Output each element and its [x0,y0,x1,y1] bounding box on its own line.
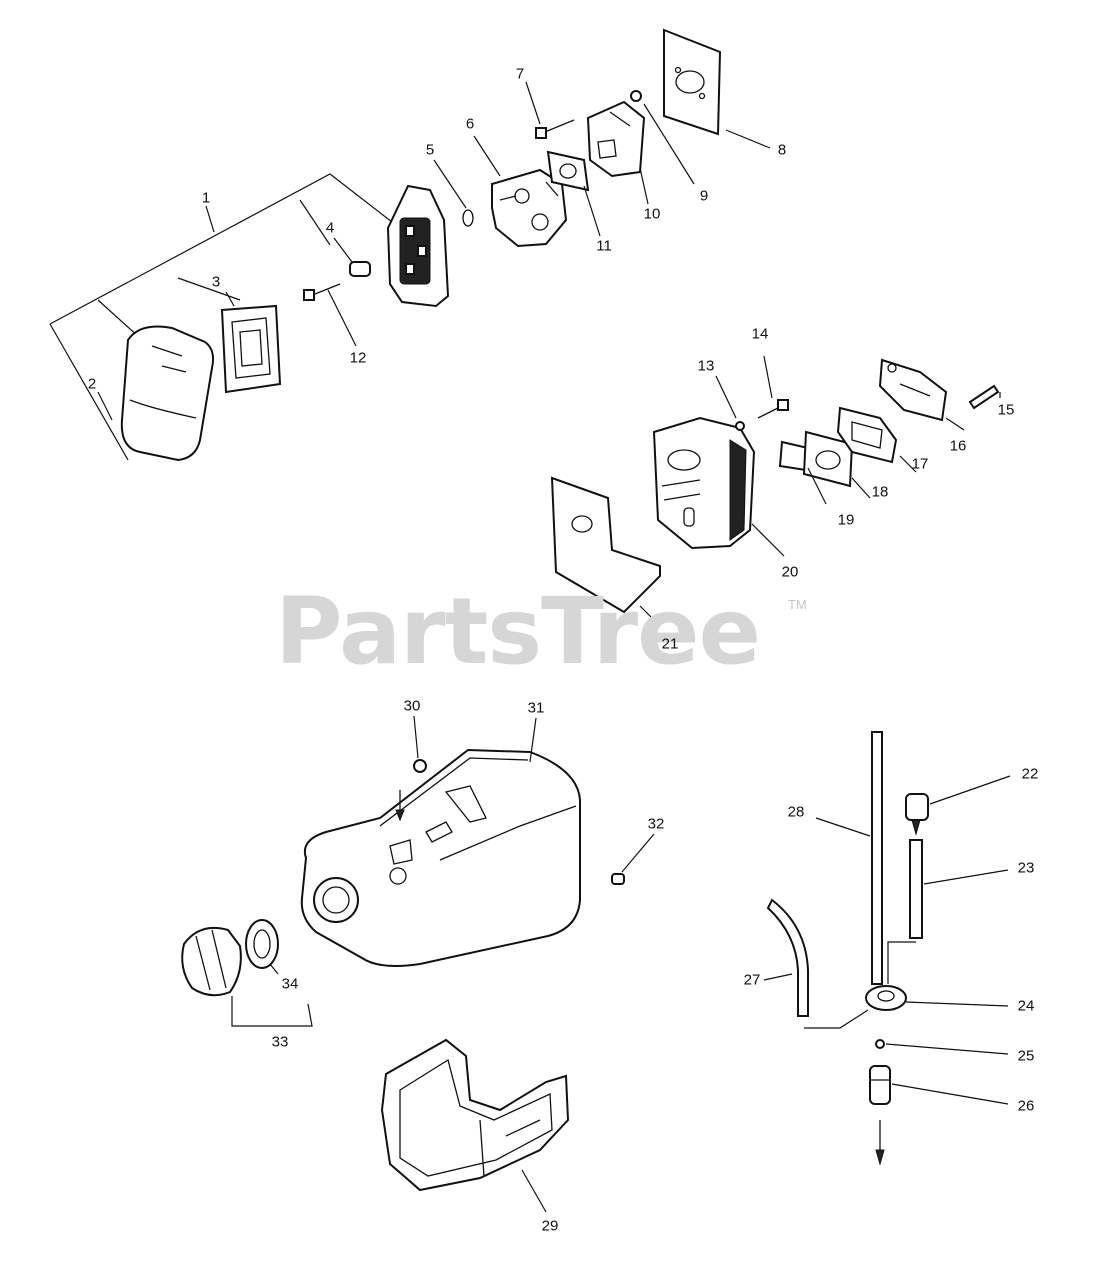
fuel-tube-28 [871,731,883,985]
callout-31: 31 [527,699,545,717]
gasket-11 [546,150,590,192]
muffler-cover-16 [878,358,948,422]
callout-15: 15 [997,401,1015,419]
grommet-24 [865,985,907,1011]
callout-32: 32 [647,815,665,833]
callout-28: 28 [787,803,805,821]
cap-gasket-34 [245,919,279,969]
tank-arrow [395,790,405,822]
trademark-mark: TM [788,597,807,612]
bolt-7 [535,119,575,139]
callout-7: 7 [515,65,525,83]
air-filter-element [220,304,282,394]
screw-15 [968,384,1000,410]
callout-29: 29 [541,1217,559,1235]
air-filter-bracket-lines [49,173,393,461]
callout-5: 5 [425,141,435,159]
spark-arrestor-17 [836,406,898,464]
callout-8: 8 [777,141,787,159]
callout-26: 26 [1017,1097,1035,1115]
spacer-bolt-4 [349,261,371,277]
gasket-8 [663,28,722,136]
air-filter-cover [120,325,215,462]
callout-6: 6 [465,115,475,133]
callout-2: 2 [87,375,97,393]
heat-shield-21 [550,476,661,614]
callout-24: 24 [1017,997,1035,1015]
leader-lines-tank [231,715,655,1213]
callout-3: 3 [211,273,221,291]
callout-12: 12 [349,349,367,367]
leader-lines-upper [97,81,771,421]
callout-19: 19 [837,511,855,529]
callout-10: 10 [643,205,661,223]
callout-18: 18 [871,483,889,501]
leader-lines-muffler [639,355,1001,627]
callout-30: 30 [403,697,421,715]
callout-22: 22 [1021,765,1039,783]
muffler [652,416,756,550]
watermark: PartsTree [275,578,761,685]
insulator-10 [586,100,646,178]
callout-14: 14 [751,325,769,343]
fuel-cap-33 [181,926,242,997]
return-tube-23 [909,839,923,939]
bolt-14 [757,399,789,419]
screw-32 [611,873,625,885]
callout-4: 4 [325,219,335,237]
tube-27 [766,898,809,1017]
callout-33: 33 [271,1033,289,1051]
callout-1: 1 [201,189,211,207]
tank-frame-29 [380,1038,570,1192]
callout-13: 13 [697,357,715,375]
gasket-18 [802,430,854,488]
callout-16: 16 [949,437,967,455]
callout-25: 25 [1017,1047,1035,1065]
nut-9 [630,90,642,102]
callout-27: 27 [743,971,761,989]
grommet-30 [413,759,427,773]
callout-17: 17 [911,455,929,473]
callout-34: 34 [281,975,299,993]
callout-21: 21 [661,635,679,653]
carburetor [491,168,568,248]
air-filter-base [386,184,450,308]
fuel-tank [300,748,581,967]
washer-13 [735,421,745,431]
fuel-arrow [875,1120,885,1166]
leader-lines-fuel [763,775,1011,1105]
callout-20: 20 [781,563,799,581]
o-ring-25 [875,1039,885,1049]
callout-23: 23 [1017,859,1035,877]
callout-11: 11 [596,237,612,255]
fuel-filter-26 [869,1065,891,1105]
callout-9: 9 [699,187,709,205]
grommet-22 [905,793,929,836]
screw-12 [303,283,341,301]
o-ring-5 [462,209,474,227]
